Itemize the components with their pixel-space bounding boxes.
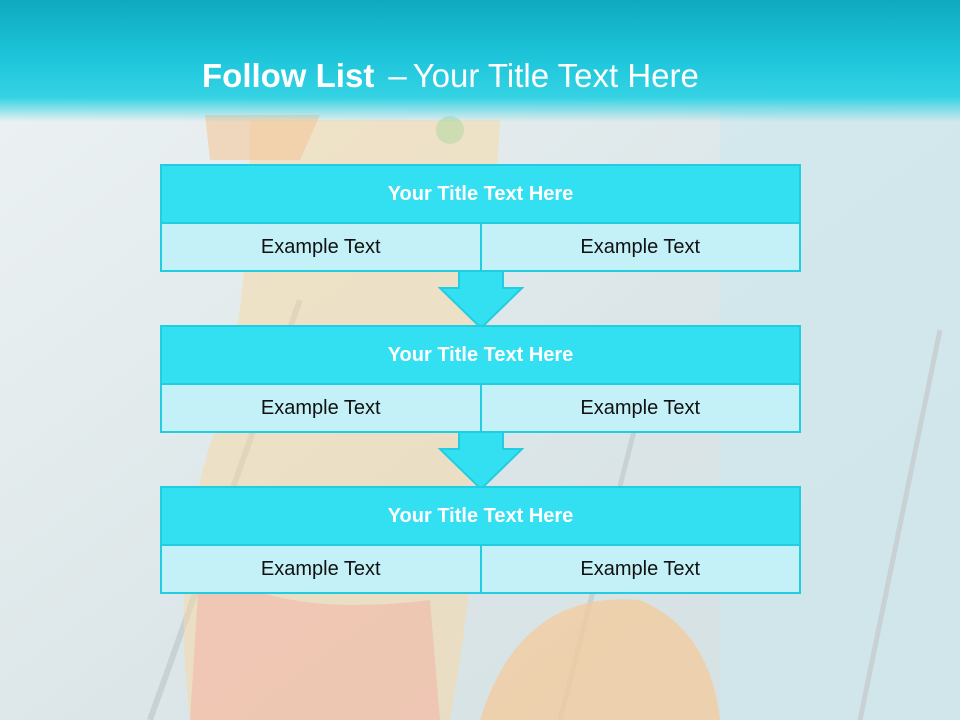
step-title: Your Title Text Here: [162, 166, 799, 224]
step-row: Example Text Example Text: [162, 546, 799, 592]
down-arrow-icon: [438, 431, 524, 491]
step-cell-left: Example Text: [260, 557, 381, 580]
step-box-2: Your Title Text Here Example Text Exampl…: [160, 325, 801, 433]
down-arrow-icon: [438, 270, 524, 330]
step-cell-left: Example Text: [260, 396, 381, 419]
title-bold: Follow List: [202, 57, 375, 94]
title-rest: Your Title Text Here: [412, 57, 699, 94]
step-row: Example Text Example Text: [162, 385, 799, 431]
step-cell-left: Example Text: [260, 235, 381, 258]
step-box-3: Your Title Text Here Example Text Exampl…: [160, 486, 801, 594]
step-row: Example Text Example Text: [162, 224, 799, 270]
slide-title: Follow List–Your Title Text Here: [202, 52, 699, 100]
step-cell-right: Example Text: [479, 224, 800, 270]
step-cell-right: Example Text: [479, 546, 800, 592]
step-title: Your Title Text Here: [162, 327, 799, 385]
step-cell-right: Example Text: [479, 385, 800, 431]
header-band: [0, 0, 960, 122]
title-separator: –: [388, 57, 407, 94]
step-title: Your Title Text Here: [162, 488, 799, 546]
step-box-1: Your Title Text Here Example Text Exampl…: [160, 164, 801, 272]
